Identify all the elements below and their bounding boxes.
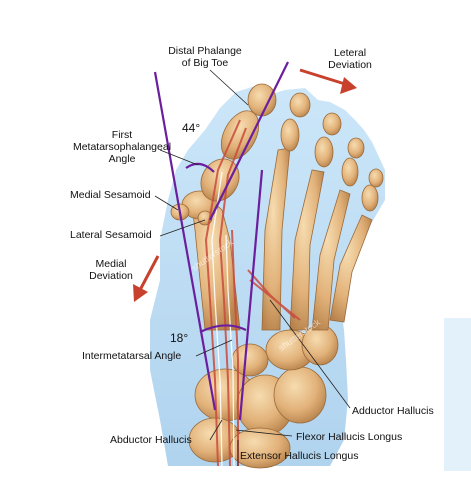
medial-sesamoid-label: Medial Sesamoid xyxy=(70,189,151,201)
lateral-sesamoid-label: Lateral Sesamoid xyxy=(70,229,152,241)
medial-deviation-line-1: Medial xyxy=(95,258,127,270)
second-metatarsal-axis-line xyxy=(238,169,264,421)
tendon-white-strands xyxy=(211,171,235,467)
phalanx-axis-line xyxy=(209,61,289,221)
distal-phalange-line-2: of Big Toe xyxy=(181,57,229,69)
distal-phalange-label: Distal Phalange of Big Toe xyxy=(155,45,255,69)
medial-deviation-arrow xyxy=(133,255,160,302)
abductor-hallucis-label: Abductor Hallucis xyxy=(110,434,192,446)
distal-phalange-line-1: Distal Phalange xyxy=(168,45,242,57)
lateral-deviation-arrow xyxy=(299,68,357,94)
first-mtp-angle-label: First Metatarsophalangeal Angle xyxy=(72,129,172,165)
medial-deviation-label: Medial Deviation xyxy=(84,258,138,282)
mtp-angle-arc xyxy=(185,162,215,173)
tendons xyxy=(204,119,301,467)
lateral-deviation-label: Leteral Deviation xyxy=(315,47,385,71)
first-mtp-line-3: Angle xyxy=(108,153,136,165)
im-angle-arc xyxy=(199,324,247,333)
medial-deviation-line-2: Deviation xyxy=(89,270,133,282)
lateral-deviation-line-1: Leteral xyxy=(333,47,367,59)
first-mtp-line-1: First xyxy=(111,129,133,141)
im-angle-value: 18° xyxy=(170,331,189,345)
angle-lines xyxy=(153,61,289,421)
flexor-hallucis-longus-label: Flexor Hallucis Longus xyxy=(296,431,403,443)
side-panel xyxy=(444,318,471,471)
leader-lines xyxy=(154,69,351,466)
mtp-angle-value: 44° xyxy=(182,121,201,135)
extensor-hallucis-longus-label: Extensor Hallucis Longus xyxy=(240,450,359,462)
first-mtp-line-2: Metatarsophalangeal xyxy=(72,141,172,153)
lesser-toes xyxy=(261,92,384,331)
intermetatarsal-angle-label: Intermetatarsal Angle xyxy=(82,350,182,362)
first-metatarsal-axis-line xyxy=(153,71,217,411)
adductor-hallucis-label: Adductor Hallucis xyxy=(352,405,434,417)
lateral-deviation-line-2: Deviation xyxy=(328,59,372,71)
